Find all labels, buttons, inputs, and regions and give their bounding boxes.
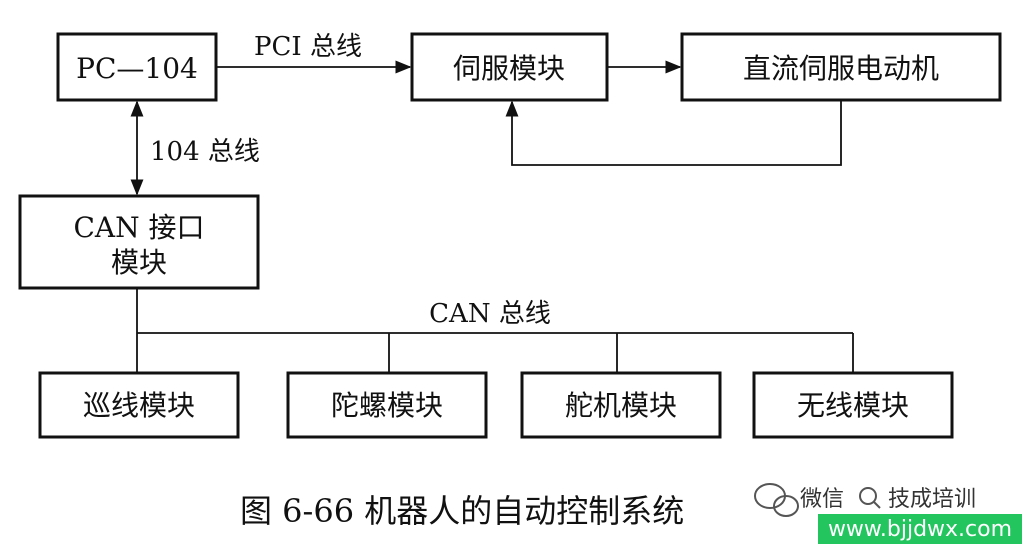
- bus-104-label: 104 总线: [150, 137, 260, 167]
- watermark-url: www.bjjdwx.com: [828, 517, 1012, 542]
- wireless-module-label: 无线模块: [797, 389, 909, 422]
- figure-caption: 图 6-66 机器人的自动控制系统: [240, 492, 684, 530]
- dc-servo-motor-label: 直流伺服电动机: [743, 52, 939, 85]
- search-icon: [859, 487, 881, 509]
- feedback-loop-arrow: [505, 100, 842, 166]
- snail-module-node: 陀螺模块: [286, 371, 488, 439]
- pc104-node: PC—104: [56, 32, 218, 102]
- pc104-label: PC—104: [76, 52, 198, 85]
- can-interface-label-line2: 模块: [111, 246, 167, 279]
- snail-module-label: 陀螺模块: [331, 389, 443, 422]
- can-interface-label-line1: CAN 接口: [73, 211, 204, 244]
- watermark-name: 技成培训: [888, 487, 976, 512]
- wechat-icon: [754, 483, 799, 517]
- can-interface-node: CAN 接口 模块: [18, 194, 260, 290]
- wireless-module-node: 无线模块: [752, 371, 954, 439]
- line-module-label: 巡线模块: [83, 389, 195, 422]
- rudder-module-label: 舵机模块: [565, 389, 677, 422]
- line-module-node: 巡线模块: [38, 371, 240, 439]
- servo-module-node: 伺服模块: [410, 32, 609, 102]
- rudder-module-node: 舵机模块: [520, 371, 722, 439]
- servo-module-label: 伺服模块: [453, 52, 565, 85]
- watermark: 微信 技成培训 www.bjjdwx.com: [754, 483, 1022, 544]
- can-bus-label: CAN 总线: [429, 299, 551, 329]
- watermark-wechat: 微信: [800, 487, 844, 512]
- pci-bus-label: PCI 总线: [254, 32, 362, 62]
- watermark-url-background: [818, 514, 1022, 544]
- dc-servo-motor-node: 直流伺服电动机: [680, 32, 1002, 102]
